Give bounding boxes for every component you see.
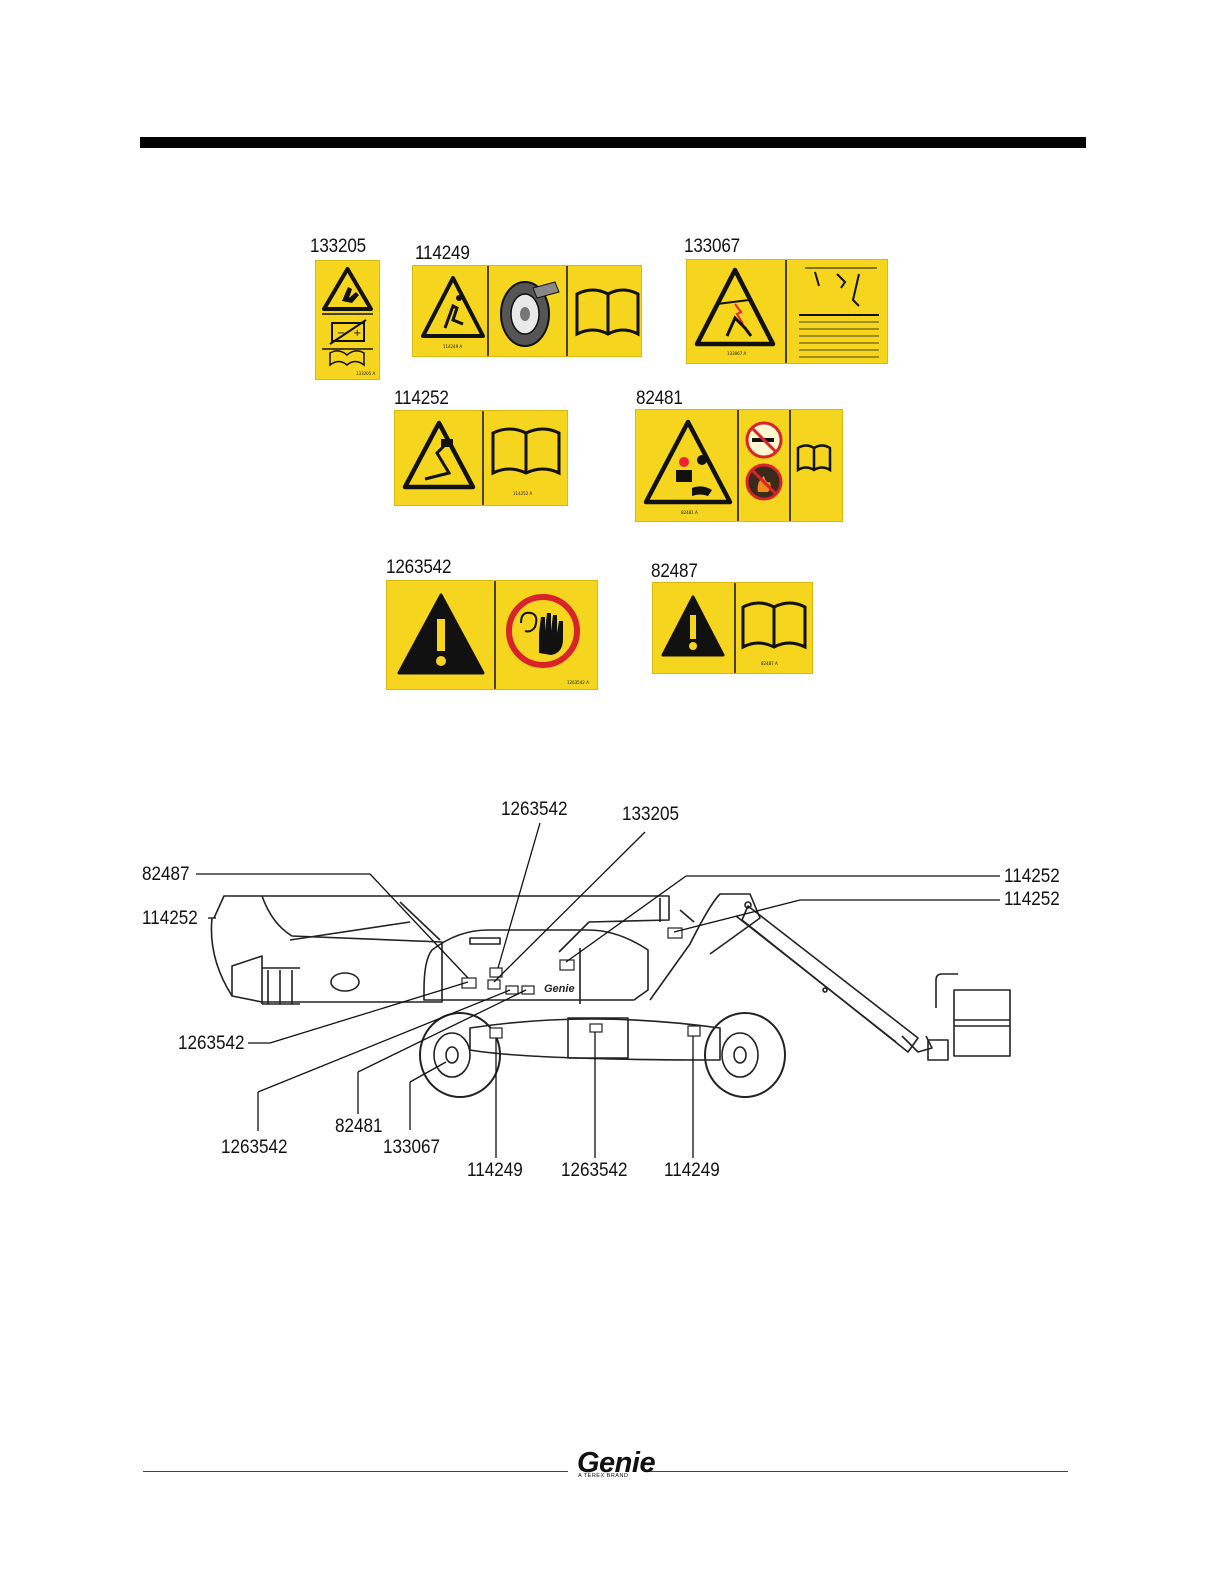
decal-114249: 114249 A	[412, 265, 642, 357]
electrocution-warning-icon: 133067 A	[687, 260, 887, 363]
svg-text:133205 A: 133205 A	[356, 371, 376, 376]
decal-82481: 82481 A	[635, 409, 843, 522]
hand-crush-warning-icon: − + 133205 A	[316, 261, 379, 379]
callout-133205-top: 133205	[622, 804, 679, 826]
decal-code-114249: 114249	[415, 243, 470, 265]
tire-warning-icon: 114249 A	[413, 266, 641, 356]
footer-rule-right	[648, 1471, 1068, 1472]
general-warning-icon: 82487 A	[653, 583, 812, 673]
do-not-touch-warning-icon: 1263542 A	[387, 581, 597, 689]
decal-code-1263542: 1263542	[386, 557, 451, 579]
callout-114249-bottom-1: 114249	[467, 1160, 523, 1182]
callout-1263542-bottom-mid: 1263542	[561, 1160, 628, 1182]
svg-text:133067 A: 133067 A	[727, 351, 747, 356]
decal-82487: 82487 A	[652, 582, 813, 674]
decal-133205: − + 133205 A	[315, 260, 380, 380]
svg-text:1263542 A: 1263542 A	[567, 680, 589, 685]
decal-code-114252: 114252	[394, 388, 449, 410]
callout-114252-left: 114252	[142, 908, 198, 930]
svg-text:+: +	[353, 328, 361, 339]
svg-text:114249 A: 114249 A	[443, 344, 463, 349]
decal-133067: 133067 A	[686, 259, 888, 364]
callout-114252-right-1: 114252	[1004, 866, 1060, 888]
svg-text:82487 A: 82487 A	[761, 661, 778, 666]
callout-82487-left: 82487	[142, 864, 190, 886]
svg-text:Genie: Genie	[544, 983, 575, 995]
callout-1263542-left: 1263542	[178, 1033, 245, 1055]
genie-brand-subtitle: A TEREX BRAND	[578, 1473, 628, 1479]
decal-code-133067: 133067	[684, 236, 740, 258]
callout-1263542-top: 1263542	[501, 799, 568, 821]
header-rule	[140, 137, 1086, 148]
svg-text:82481 A: 82481 A	[681, 510, 698, 515]
callout-114252-right-2: 114252	[1004, 889, 1060, 911]
callout-82481-bottom: 82481	[335, 1116, 383, 1138]
decal-code-82487: 82487	[651, 561, 698, 583]
decal-code-133205: 133205	[310, 236, 366, 258]
tip-over-warning-icon: 114252 A	[395, 411, 567, 505]
footer-rule-left	[143, 1471, 568, 1472]
decal-code-82481: 82481	[636, 388, 683, 410]
callout-133067-bottom: 133067	[383, 1137, 440, 1159]
callout-1263542-bottom-left: 1263542	[221, 1137, 288, 1159]
boom-lift-diagram: Genie	[0, 790, 1225, 1190]
svg-text:114252 A: 114252 A	[513, 491, 533, 496]
decal-114252: 114252 A	[394, 410, 568, 506]
decal-1263542: 1263542 A	[386, 580, 598, 690]
callout-114249-bottom-2: 114249	[664, 1160, 720, 1182]
battery-explosion-warning-icon: 82481 A	[636, 410, 842, 521]
